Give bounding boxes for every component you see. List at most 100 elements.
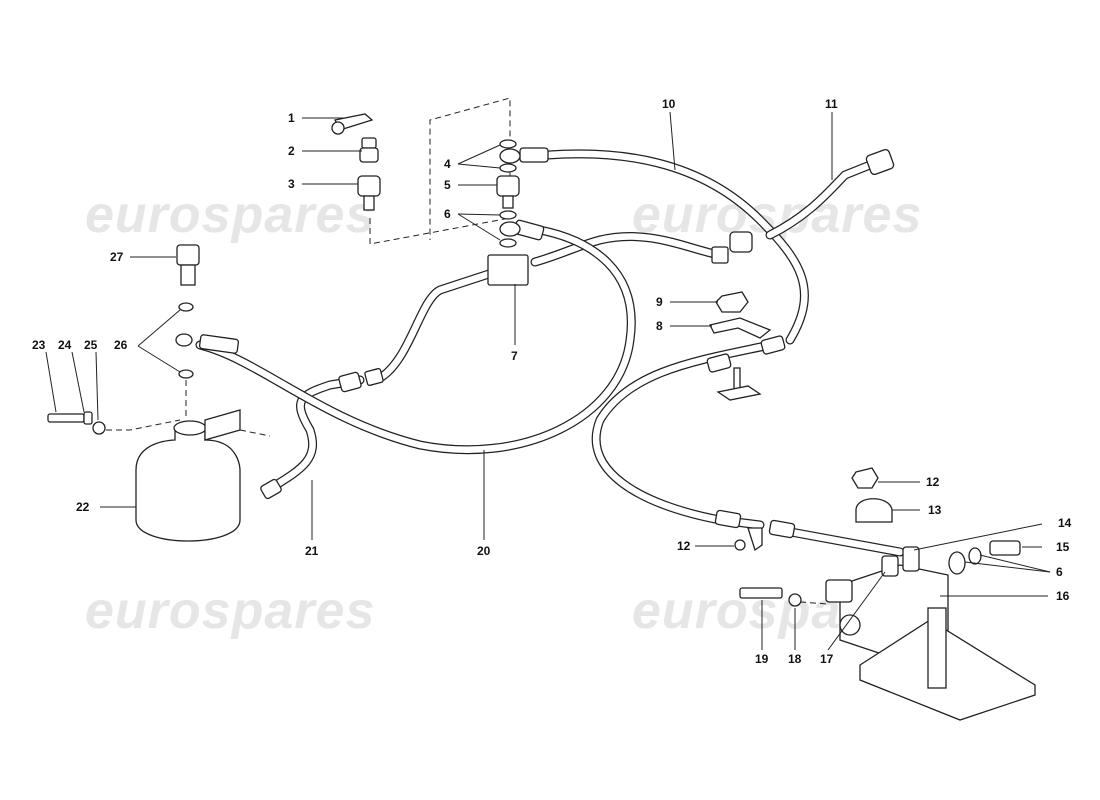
bolt-23 (47, 413, 85, 423)
washer-18 (788, 593, 802, 607)
callout-15: 15 (1056, 540, 1070, 554)
watermark-top-left: eurospares (85, 186, 375, 244)
fitting-lower-a (760, 335, 786, 355)
nut-9 (715, 291, 749, 313)
bolt-15 (989, 540, 1021, 556)
bolt-19 (739, 587, 783, 599)
hose-20 (195, 225, 636, 455)
adapter-3-thread (363, 195, 375, 211)
bolt-dash (799, 601, 829, 605)
bolt-27-shank (180, 264, 196, 286)
fitting-10-top (519, 147, 549, 163)
hose-fittings (260, 147, 895, 539)
callout-20: 20 (477, 544, 491, 558)
washer-4-top (499, 139, 517, 149)
banjo-6 (499, 221, 521, 237)
banjo-hose-end (198, 334, 240, 354)
port-left (839, 614, 861, 636)
washer-26-top (178, 302, 194, 312)
fitting-lower-c (714, 509, 742, 529)
callout-27: 27 (110, 250, 124, 264)
callout-10: 10 (662, 97, 676, 111)
nut-25 (92, 421, 106, 435)
fitting-lower-d (768, 519, 796, 539)
callout-25: 25 (84, 338, 98, 352)
fitting-lower-b (706, 353, 732, 373)
callout-14: 14 (1058, 516, 1072, 530)
stud-plate (716, 385, 762, 401)
reservoir-22 (135, 427, 241, 542)
reservoir-neck (173, 420, 207, 436)
callout-8: 8 (656, 319, 663, 333)
clip-13 (855, 498, 893, 523)
banjo-fitting-26 (175, 333, 193, 347)
callout-2: 2 (288, 144, 295, 158)
valve-mount (927, 607, 947, 689)
banjo-4 (499, 148, 521, 164)
clamp-parts (709, 291, 772, 401)
callout-23: 23 (32, 338, 46, 352)
callout-7: 7 (511, 349, 518, 363)
tee-block-7 (487, 254, 529, 286)
callout-17: 17 (820, 652, 834, 666)
callout-16: 16 (1056, 589, 1070, 603)
fitting-21-end (260, 478, 282, 500)
nut-12-lower (734, 539, 746, 551)
adapter-5 (496, 175, 520, 197)
fitting-11-low (729, 231, 753, 253)
cap-1-plug (331, 121, 345, 135)
callout-9: 9 (656, 295, 663, 309)
callout-21: 21 (305, 544, 319, 558)
washer-6-top (499, 210, 517, 220)
callout-3: 3 (288, 177, 295, 191)
adapter-3 (357, 175, 381, 197)
nut-12-top (851, 467, 879, 489)
callout-22: 22 (76, 500, 90, 514)
assembly-dash (369, 97, 511, 245)
callout-19: 19 (755, 652, 769, 666)
washer-4-bottom (499, 163, 517, 173)
fitting-21-top (338, 371, 362, 393)
hose-lines (195, 149, 905, 557)
bleeder-2-body (359, 147, 379, 163)
fitting-14 (902, 546, 920, 572)
callout-5: 5 (444, 178, 451, 192)
callout-1: 1 (288, 111, 295, 125)
reservoir-assembly (47, 244, 271, 542)
washer-24 (83, 411, 93, 425)
callout-6-right: 6 (1056, 565, 1063, 579)
callout-12-left: 12 (677, 539, 691, 553)
callout-6-top: 6 (444, 207, 451, 221)
sensor-17 (881, 555, 899, 577)
washer-6-right (968, 547, 982, 565)
callout-4: 4 (444, 157, 451, 171)
stud-bolt (733, 367, 741, 391)
callout-13: 13 (928, 503, 942, 517)
callout-12-right: 12 (926, 475, 940, 489)
mount-dash (106, 419, 271, 437)
reservoir-bracket (204, 409, 241, 441)
callout-18: 18 (788, 652, 802, 666)
banjo-6-right (948, 551, 966, 575)
upper-fittings (331, 97, 521, 248)
leader-lines (45, 111, 1051, 651)
washer-26-bottom (178, 369, 194, 379)
callout-labels: 1 2 3 4 5 6 6 7 8 9 10 11 12 12 13 14 15… (32, 97, 1072, 666)
fitting-10-end (711, 246, 729, 264)
callout-11: 11 (825, 97, 838, 111)
washer-6-bottom (499, 238, 517, 248)
connector (825, 579, 853, 603)
bleeder-2-top (361, 137, 377, 149)
callout-26: 26 (114, 338, 128, 352)
hose-clip-small (747, 527, 763, 552)
watermark-bottom-left: eurospares (85, 582, 375, 640)
fitting-11-top (865, 148, 895, 176)
adapter-5-thread (502, 195, 514, 209)
bolt-27-head (176, 244, 200, 266)
watermarks: eurospares eurospares eurospares eurospa… (85, 186, 921, 640)
callout-24: 24 (58, 338, 72, 352)
bracket-8 (709, 317, 772, 339)
valve-assembly (734, 467, 1036, 721)
fitting-pipe-end (364, 367, 384, 387)
